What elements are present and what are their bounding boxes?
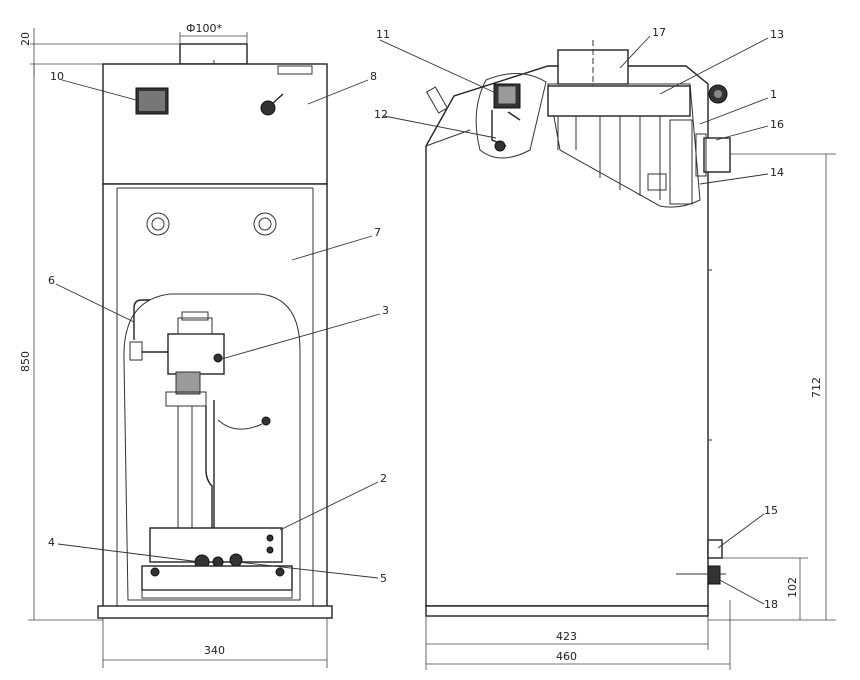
side-callouts: 11 17 13 12 1 16 14 15 18 xyxy=(374,26,784,611)
front-dimensions: 20 850 Ф100* 340 xyxy=(19,22,328,668)
front-upper-panel xyxy=(102,63,328,185)
front-floor-base xyxy=(97,605,333,619)
callout-15: 15 xyxy=(764,504,778,517)
callout-11: 11 xyxy=(376,28,390,41)
side-depth-dim: 460 xyxy=(556,650,577,663)
thermostat-knob xyxy=(260,100,276,116)
return-pipe xyxy=(707,565,721,585)
callout-3: 3 xyxy=(382,304,389,317)
front-nut-left xyxy=(146,212,170,236)
igniter xyxy=(229,553,243,567)
front-view xyxy=(97,43,333,619)
callout-13: 13 xyxy=(770,28,784,41)
callout-6: 6 xyxy=(48,274,55,287)
gas-valve xyxy=(167,333,225,375)
callout-14: 14 xyxy=(770,166,784,179)
sensor-plug xyxy=(261,416,271,426)
burner-box xyxy=(149,527,283,563)
side-height-dim: 712 xyxy=(810,377,823,398)
callout-18: 18 xyxy=(764,598,778,611)
callout-12: 12 xyxy=(374,108,388,121)
callout-8: 8 xyxy=(370,70,377,83)
flue-diameter-dim: Ф100* xyxy=(186,22,222,35)
burner-base xyxy=(141,565,293,591)
outlet-pipe xyxy=(703,137,731,173)
front-height-dim: 850 xyxy=(19,351,32,372)
draft-hood xyxy=(547,85,691,117)
callout-4: 4 xyxy=(48,536,55,549)
callout-2: 2 xyxy=(380,472,387,485)
front-top-dim: 20 xyxy=(19,32,32,46)
side-body xyxy=(425,65,709,607)
front-cutaway-outline xyxy=(123,293,301,601)
side-bottom-dim: 102 xyxy=(786,577,799,598)
drain-fitting xyxy=(707,539,723,559)
side-dimensions: 712 102 423 460 xyxy=(425,153,836,670)
callout-5: 5 xyxy=(380,572,387,585)
callout-16: 16 xyxy=(770,118,784,131)
front-width-dim: 340 xyxy=(204,644,225,657)
front-nut-right xyxy=(253,212,277,236)
callout-7: 7 xyxy=(374,226,381,239)
front-callouts: 10 8 7 6 3 2 4 5 xyxy=(48,70,389,585)
callout-17: 17 xyxy=(652,26,666,39)
side-cutaway-exchanger xyxy=(547,83,701,208)
side-view xyxy=(425,40,731,617)
callout-1: 1 xyxy=(770,88,777,101)
side-inner-depth-dim: 423 xyxy=(556,630,577,643)
front-vent-slot xyxy=(277,65,313,75)
side-cutaway-controls xyxy=(475,72,547,159)
callout-10: 10 xyxy=(50,70,64,83)
side-floor-base xyxy=(425,605,709,617)
